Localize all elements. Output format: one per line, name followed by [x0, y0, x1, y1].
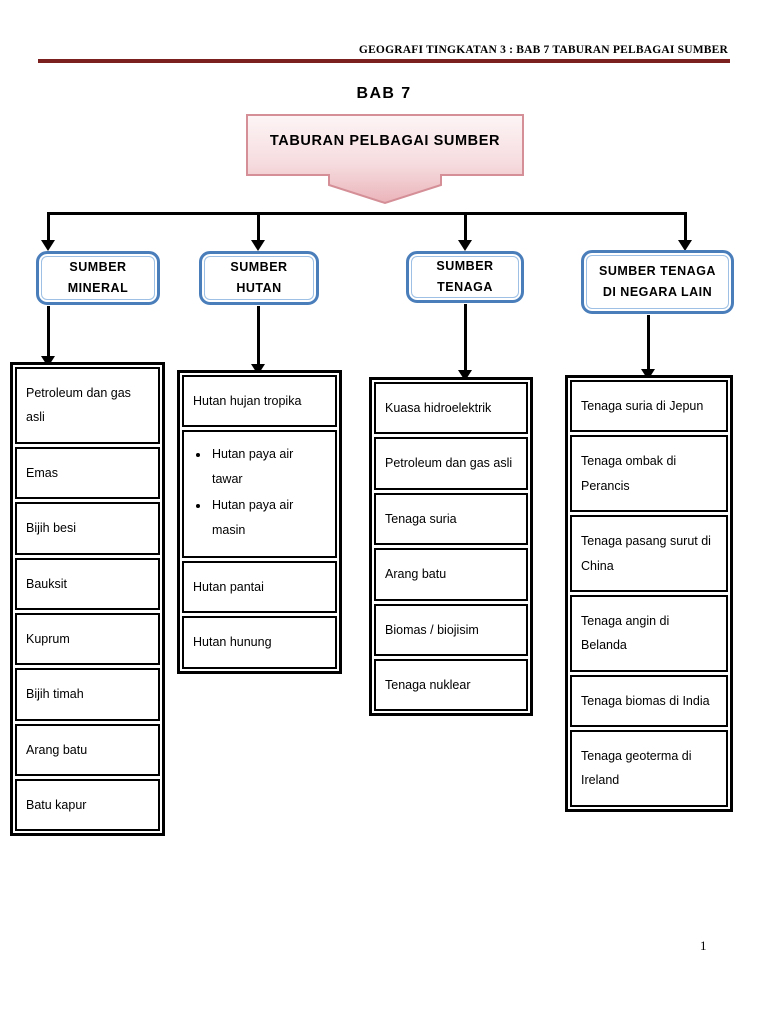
category-label-line2: TENAGA — [437, 280, 493, 294]
list-item[interactable]: Batu kapur — [15, 779, 160, 832]
connector-hutan-to-list — [257, 306, 260, 366]
list-item[interactable]: Tenaga suria — [374, 492, 528, 546]
arrow-head-2 — [251, 240, 265, 251]
list-item[interactable]: Tenaga angin di Belanda — [570, 594, 728, 672]
arrow-head-1 — [41, 240, 55, 251]
list-item[interactable]: Tenaga geoterma di Ireland — [570, 730, 728, 807]
bullet-item: Hutan paya air tawar — [210, 442, 326, 491]
list-item[interactable]: Hutan hunung — [182, 616, 337, 669]
chapter-banner: TABURAN PELBAGAI SUMBER — [245, 113, 525, 205]
chapter-title: BAB 7 — [356, 85, 412, 102]
bullet-list: Hutan paya air tawarHutan paya air masin — [193, 442, 326, 542]
arrow-head-negara-lain — [641, 369, 655, 380]
down-arrow-banner-shape — [246, 114, 524, 205]
page-header: GEOGRAFI TINGKATAN 3 : BAB 7 TABURAN PEL… — [38, 44, 730, 63]
category-label-line1: SUMBER — [436, 259, 494, 274]
arrow-head-hutan — [251, 364, 265, 375]
connector-drop-3 — [464, 212, 467, 242]
connector-tenaga-to-list — [464, 304, 467, 372]
list-item[interactable]: Hutan paya air tawarHutan paya air masin — [182, 430, 337, 558]
list-item[interactable]: Kuasa hidroelektrik — [374, 382, 528, 435]
page-number: 1 — [700, 938, 707, 953]
list-item[interactable]: Kuprum — [15, 612, 160, 666]
list-item[interactable]: Petroleum dan gas asli — [15, 367, 160, 444]
category-label-sumber-tenaga: SUMBER TENAGA — [436, 256, 493, 297]
bullet-item: Hutan paya air masin — [210, 493, 326, 542]
connector-mineral-to-list — [47, 306, 50, 358]
category-box-sumber-mineral[interactable]: SUMBER MINERAL — [36, 251, 160, 305]
list-item[interactable]: Tenaga pasang surut di China — [570, 515, 728, 592]
connector-drop-2 — [257, 212, 260, 242]
category-label-line1: SUMBER — [69, 260, 127, 275]
category-label-sumber-mineral: SUMBER MINERAL — [68, 257, 128, 298]
category-label-sumber-hutan: SUMBER HUTAN — [230, 257, 287, 298]
arrow-head-tenaga — [458, 370, 472, 381]
category-box-sumber-tenaga-di-negara-lain[interactable]: SUMBER TENAGA DI NEGARA LAIN — [581, 250, 734, 314]
list-item[interactable]: Petroleum dan gas asli — [374, 437, 528, 490]
arrow-head-3 — [458, 240, 472, 251]
list-item[interactable]: Tenaga nuklear — [374, 658, 528, 712]
arrow-head-mineral — [41, 356, 55, 367]
header-rule — [38, 59, 730, 63]
connector-drop-1 — [47, 212, 50, 242]
connector-horizontal-bus — [47, 212, 687, 215]
list-column-hutan: Hutan hujan tropikaHutan paya air tawarH… — [177, 370, 342, 674]
list-item[interactable]: Hutan hujan tropika — [182, 375, 337, 428]
list-item[interactable]: Emas — [15, 446, 160, 500]
category-box-sumber-tenaga[interactable]: SUMBER TENAGA — [406, 251, 524, 303]
list-item[interactable]: Arang batu — [15, 723, 160, 776]
list-item[interactable]: Bijih timah — [15, 668, 160, 721]
list-item[interactable]: Hutan pantai — [182, 560, 337, 614]
category-box-sumber-hutan[interactable]: SUMBER HUTAN — [199, 251, 319, 305]
arrow-head-4 — [678, 240, 692, 251]
list-item[interactable]: Bauksit — [15, 557, 160, 610]
list-item[interactable]: Biomas / biojisim — [374, 603, 528, 656]
category-label-line1: SUMBER TENAGA — [599, 264, 716, 279]
list-item[interactable]: Tenaga ombak di Perancis — [570, 435, 728, 513]
list-item[interactable]: Bijih besi — [15, 502, 160, 555]
category-label-line1: SUMBER — [230, 260, 288, 275]
category-label-line2: DI NEGARA LAIN — [602, 285, 713, 299]
connector-negara-lain-to-list — [647, 315, 650, 371]
category-label-sumber-tenaga-di-negara-lain: SUMBER TENAGA DI NEGARA LAIN — [599, 261, 716, 302]
list-item[interactable]: Tenaga biomas di India — [570, 674, 728, 727]
connector-drop-4 — [684, 212, 687, 242]
list-item[interactable]: Tenaga suria di Jepun — [570, 380, 728, 433]
category-label-line2: MINERAL — [67, 281, 129, 295]
list-item[interactable]: Arang batu — [374, 548, 528, 601]
category-label-line2: HUTAN — [236, 281, 282, 295]
header-title: GEOGRAFI TINGKATAN 3 : BAB 7 TABURAN PEL… — [358, 44, 728, 56]
